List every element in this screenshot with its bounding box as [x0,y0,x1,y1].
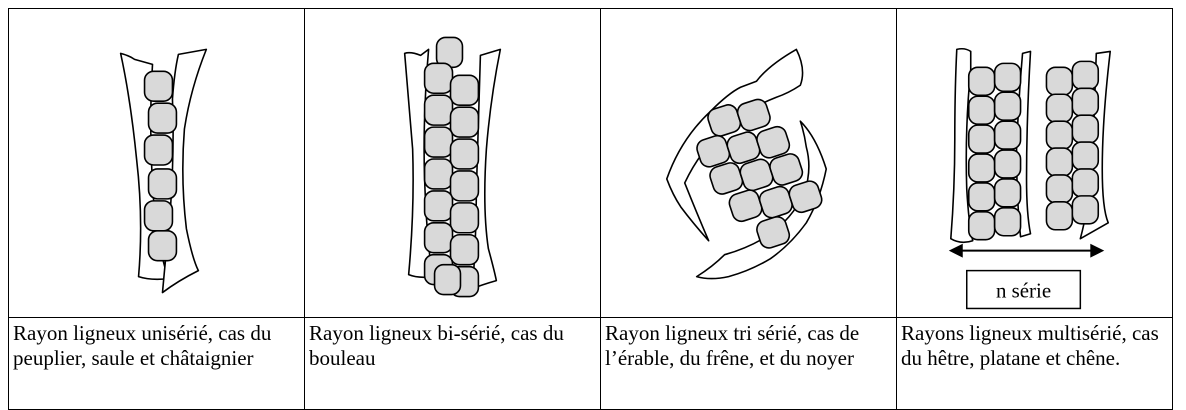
ray-cell [757,184,794,220]
ray-cell [145,71,173,101]
ray-cell [995,121,1021,149]
ray-cells [969,61,1099,239]
ray-cells [425,37,479,296]
triseriate-ray-illustration [601,9,896,317]
ray-cell [451,235,479,265]
ray-cell [425,159,453,189]
ray-cell [969,212,995,240]
illustration-row: n série [9,9,1173,318]
ray-cell [451,107,479,137]
ray-cell [969,67,995,95]
biseriate-ray-illustration [305,9,600,317]
ray-cell [145,135,173,165]
ray-cell [1046,121,1072,149]
ray-cell [425,191,453,221]
ray-cell [451,75,479,105]
ray-cell [149,103,177,133]
ray-cell [995,179,1021,207]
ray-cell [425,127,453,157]
n-serie-label: n série [996,279,1051,303]
ray-cell [1046,94,1072,122]
ray-cell [1072,61,1098,89]
ray-cell [1046,148,1072,176]
panel-triseriate [601,9,897,318]
ray-cell [425,63,453,93]
ray-cell [969,125,995,153]
caption-biseriate: Rayon ligneux bi-sérié, cas du bouleau [305,318,601,410]
ray-cell [995,150,1021,178]
ray-cell [451,171,479,201]
panel-biseriate [305,9,601,318]
ray-cell [1072,142,1098,170]
multiseriate-rays-illustration: n série [897,9,1172,317]
ray-cell [1072,169,1098,197]
caption-uniseriate: Rayon ligneux unisérié, cas du peuplier,… [9,318,305,410]
ray-cell [969,96,995,124]
ray-cell [1046,175,1072,203]
ray-cell [425,95,453,125]
caption-multiseriate: Rayons ligneux multisérié, cas du hêtre,… [897,318,1173,410]
panel-multiseriate: n série [897,9,1173,318]
ray-cell [995,208,1021,236]
ray-cell [969,154,995,182]
ray-cell [435,265,461,295]
ray-cell [145,201,173,231]
ray-cell [149,231,177,261]
ray-cell [1046,202,1072,230]
ray-cell [995,92,1021,120]
panel-uniseriate [9,9,305,318]
caption-triseriate: Rayon ligneux tri sérié, cas de l’érable… [601,318,897,410]
ray-cell [727,188,764,224]
ray-cell [425,223,453,253]
ray-cell [1046,67,1072,95]
ray-cell [451,139,479,169]
uniseriate-ray-illustration [9,9,304,317]
figure-table: n série Rayon ligneux unisérié, cas du p… [8,8,1173,410]
width-arrow [949,244,1104,258]
ray-cell [969,183,995,211]
ray-cell [1072,88,1098,116]
caption-row: Rayon ligneux unisérié, cas du peuplier,… [9,318,1173,410]
ray-cell [451,203,479,233]
ray-cell [149,169,177,199]
ray-cell [1072,196,1098,224]
ray-cell [995,63,1021,91]
ray-cell [1072,115,1098,143]
